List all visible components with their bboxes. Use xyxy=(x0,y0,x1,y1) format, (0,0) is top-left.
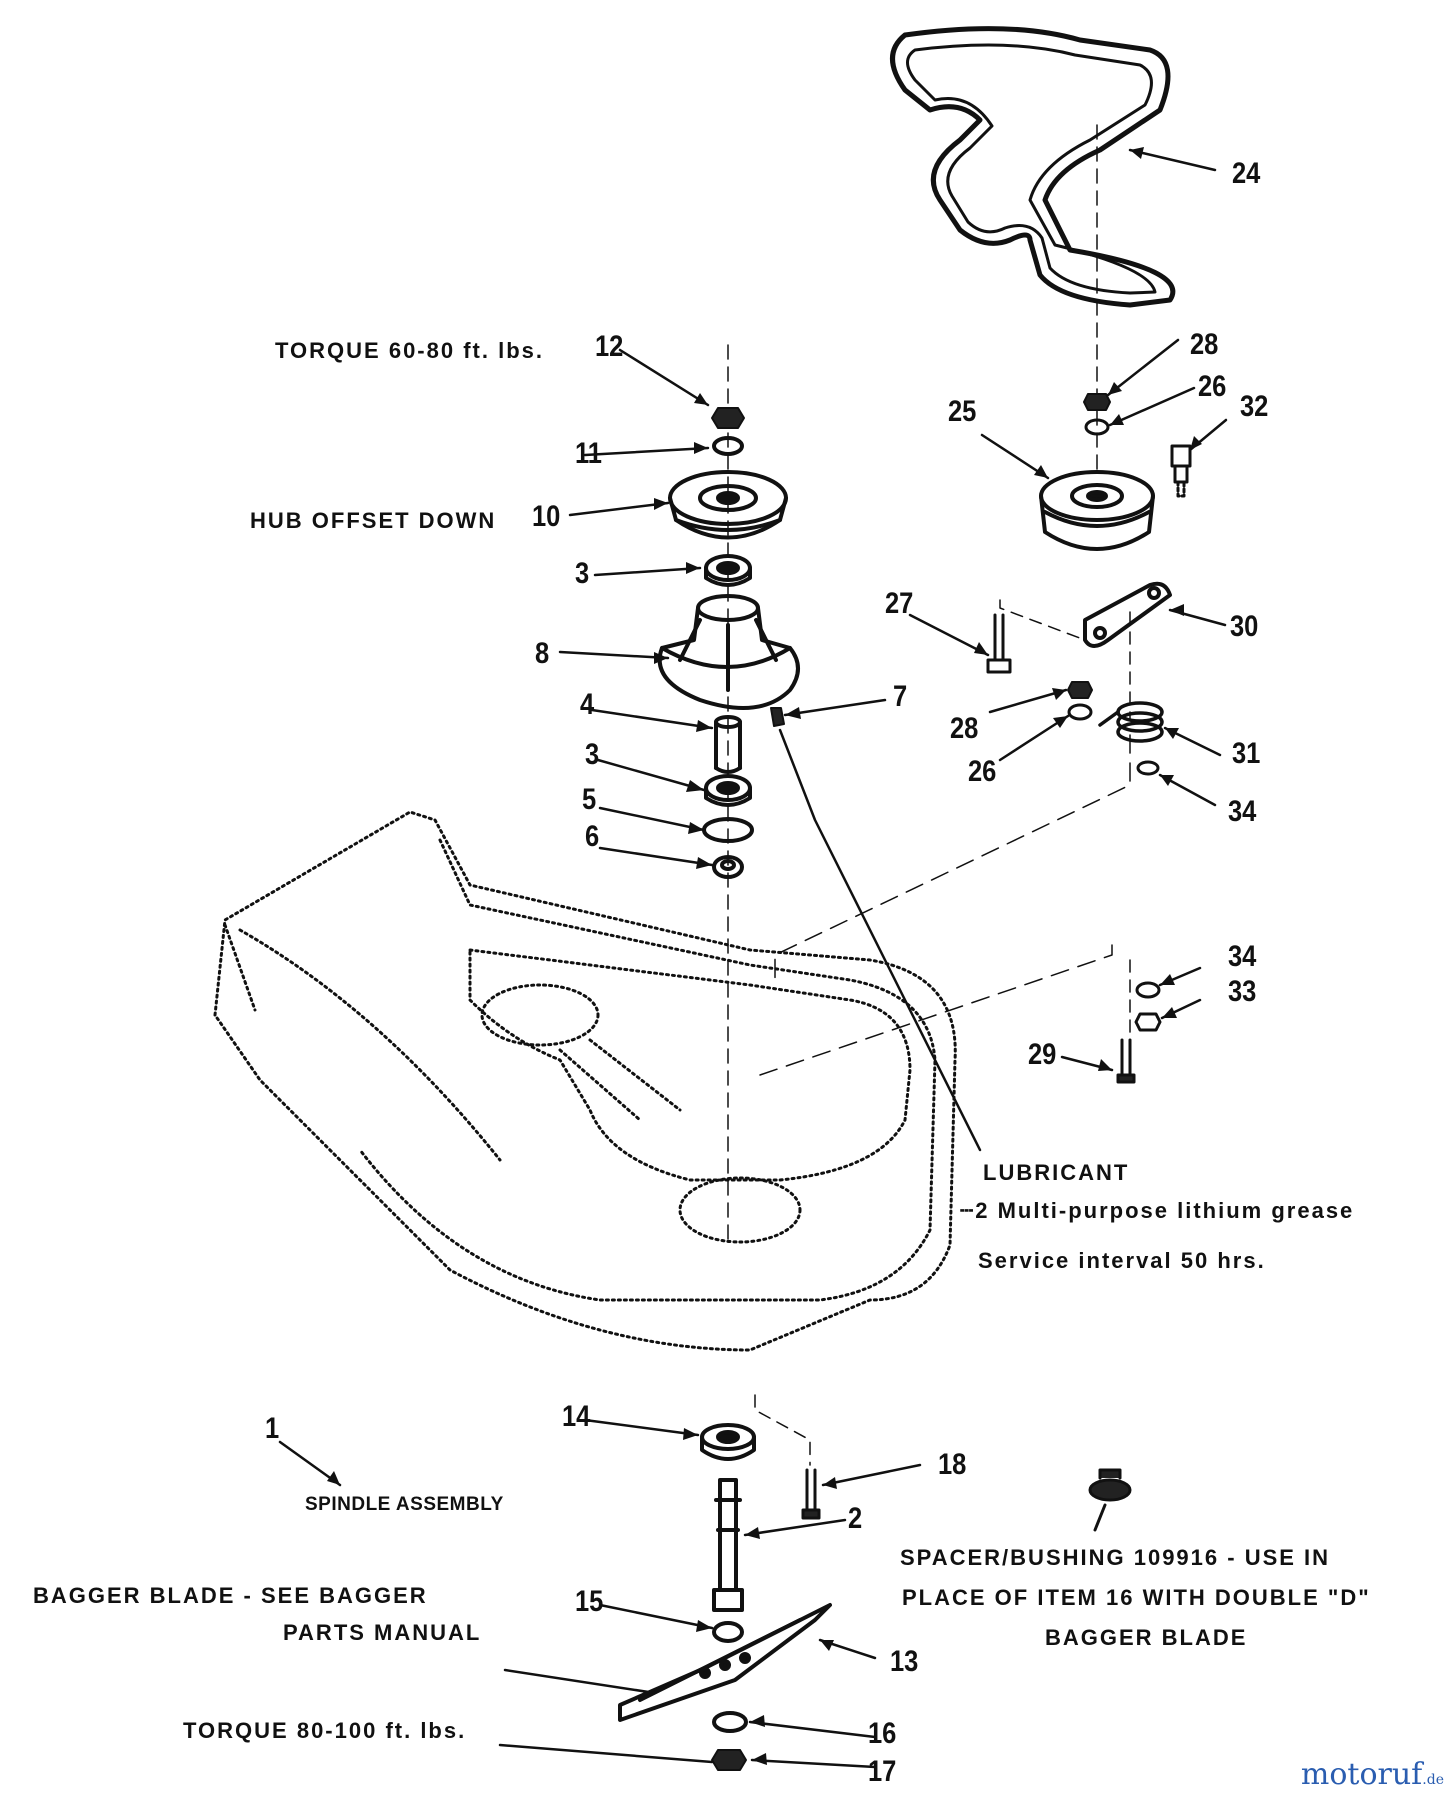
callout-8: 8 xyxy=(535,637,550,670)
spacer-tube-4 xyxy=(714,715,742,774)
bolt-27 xyxy=(986,613,1012,674)
callout-11: 11 xyxy=(575,437,602,470)
washer-26-top xyxy=(1084,418,1110,436)
callout-31: 31 xyxy=(1232,737,1261,770)
idler-arm-30 xyxy=(1083,581,1172,648)
washer-11 xyxy=(712,436,744,456)
callout-29: 29 xyxy=(1028,1038,1057,1071)
callout-30: 30 xyxy=(1230,610,1259,643)
callout-32: 32 xyxy=(1240,390,1269,423)
callout-26-top: 26 xyxy=(1198,370,1227,403)
callout-15: 15 xyxy=(575,1585,604,1618)
nut-28-lower xyxy=(1067,681,1093,699)
callout-10: 10 xyxy=(532,500,561,533)
callout-2: 2 xyxy=(848,1502,863,1535)
nut-28-top xyxy=(1083,393,1111,411)
blade-13 xyxy=(618,1603,832,1722)
callout-16: 16 xyxy=(868,1717,897,1750)
washer-6 xyxy=(712,855,744,879)
pulley-10 xyxy=(668,470,788,540)
callout-34-top: 34 xyxy=(1228,795,1257,828)
callout-14: 14 xyxy=(562,1400,591,1433)
callout-3-top: 3 xyxy=(575,557,590,590)
mower-deck xyxy=(213,810,957,1352)
watermark: motoruf.de xyxy=(1301,1757,1444,1792)
watermark-suffix: .de xyxy=(1422,1772,1444,1788)
spindle-housing-8 xyxy=(657,594,800,710)
callout-3-bottom: 3 xyxy=(585,738,600,771)
lubricant-interval: Service interval 50 hrs. xyxy=(978,1248,1266,1273)
hub-14 xyxy=(700,1423,756,1461)
lubricant-title: LUBRICANT xyxy=(983,1160,1130,1185)
spacer-note-line-1: SPACER/BUSHING 109916 - USE IN xyxy=(900,1545,1331,1570)
grease-fitting-7 xyxy=(770,707,785,727)
spindle-assembly-label: SPINDLE ASSEMBLY xyxy=(305,1494,504,1515)
callout-7: 7 xyxy=(893,680,908,713)
callout-4: 4 xyxy=(580,688,595,721)
callout-24: 24 xyxy=(1232,157,1261,190)
washer-26-lower xyxy=(1067,703,1093,721)
spacer-note-line-2: PLACE OF ITEM 16 WITH DOUBLE "D" xyxy=(902,1585,1371,1610)
washer-34-top xyxy=(1136,760,1160,776)
spacer-bushing-icon xyxy=(1088,1468,1132,1532)
callout-13: 13 xyxy=(890,1645,919,1678)
bearing-3-bottom xyxy=(704,774,752,807)
callout-33: 33 xyxy=(1228,975,1257,1008)
spindle-shaft-2 xyxy=(712,1478,744,1612)
bolt-29 xyxy=(1116,1038,1136,1084)
bearing-3-top xyxy=(704,554,752,587)
nut-33 xyxy=(1134,1012,1162,1032)
bolt-18 xyxy=(801,1468,821,1520)
callout-6: 6 xyxy=(585,820,600,853)
callout-25: 25 xyxy=(948,395,977,428)
callout-28-top: 28 xyxy=(1190,328,1219,361)
bagger-note-line-2: PARTS MANUAL xyxy=(283,1620,482,1645)
lubricant-grease: ┄2 Multi-purpose lithium grease xyxy=(960,1198,1355,1223)
torque-note-bottom: TORQUE 80-100 ft. lbs. xyxy=(183,1718,467,1743)
washer-16 xyxy=(712,1711,748,1733)
callout-1: 1 xyxy=(265,1412,280,1445)
watermark-text: motoruf xyxy=(1300,1757,1423,1792)
hub-offset-note: HUB OFFSET DOWN xyxy=(250,508,497,533)
callout-28-lower: 28 xyxy=(950,712,979,745)
nut-12 xyxy=(711,407,745,429)
torque-note-top: TORQUE 60-80 ft. lbs. xyxy=(275,338,544,363)
shoulder-bolt-32 xyxy=(1170,444,1192,498)
spacer-note-line-3: BAGGER BLADE xyxy=(1045,1625,1248,1650)
arrowheads xyxy=(327,147,1202,1765)
bagger-note-line-1: BAGGER BLADE - SEE BAGGER xyxy=(33,1583,428,1608)
leader-lines xyxy=(278,148,1228,1769)
callout-34-bottom: 34 xyxy=(1228,940,1257,973)
callout-18: 18 xyxy=(938,1448,967,1481)
nut-17 xyxy=(711,1749,747,1771)
callout-12: 12 xyxy=(595,330,624,363)
v-belt-24 xyxy=(890,26,1176,308)
callout-5: 5 xyxy=(582,783,597,816)
washer-34-bottom xyxy=(1135,981,1161,999)
spring-31 xyxy=(1098,701,1164,743)
washer-15 xyxy=(712,1621,744,1643)
callout-17: 17 xyxy=(868,1755,897,1788)
idler-pulley-25 xyxy=(1039,470,1155,551)
callout-26-lower: 26 xyxy=(968,755,997,788)
callout-27: 27 xyxy=(885,587,914,620)
